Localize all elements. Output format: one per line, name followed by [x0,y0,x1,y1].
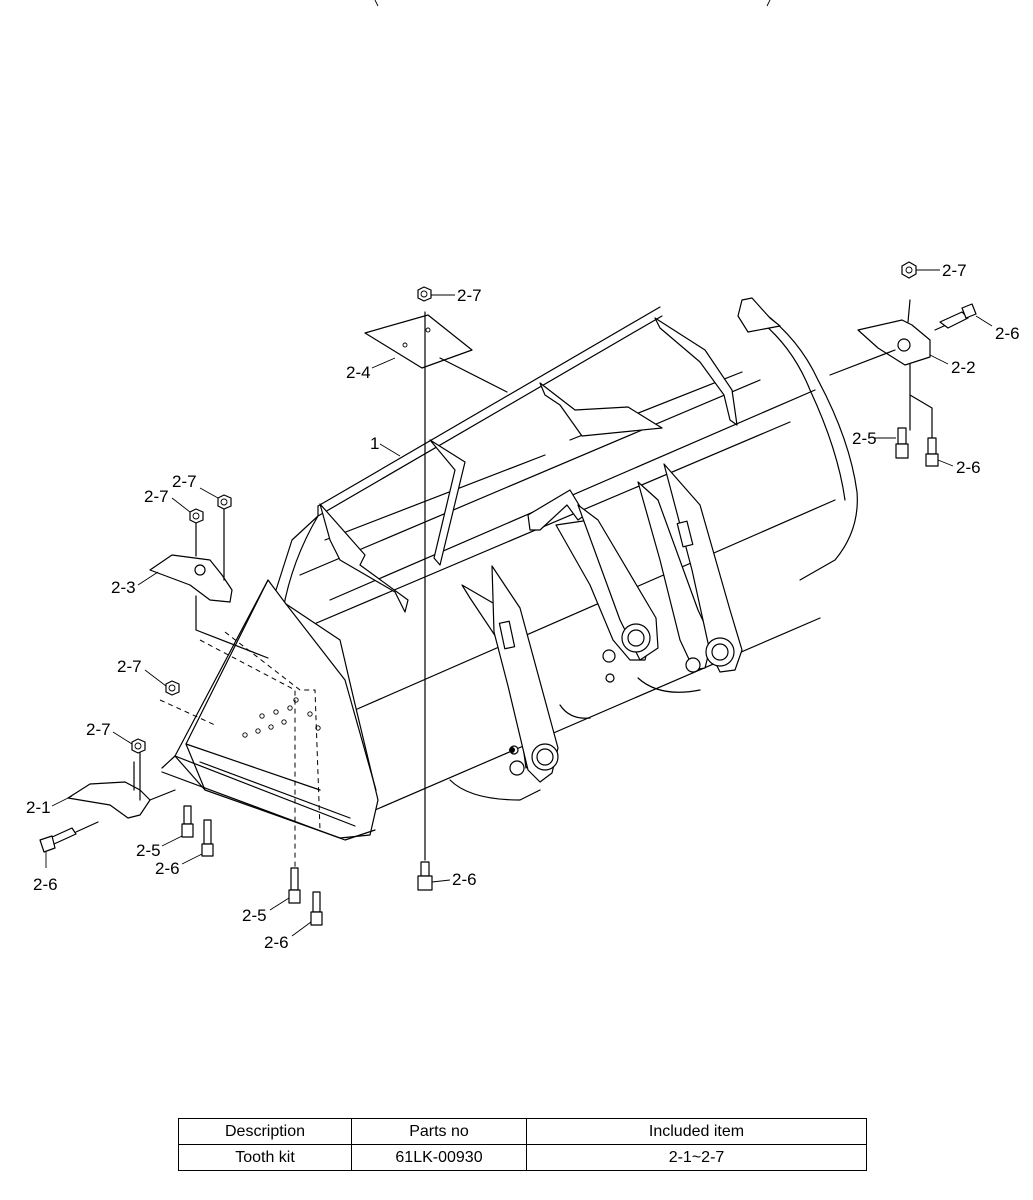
part-2-2-tooth [829,299,976,439]
callout-2-5: 2-5 [136,841,161,860]
bucket-body [159,297,858,890]
callout-2-6: 2-6 [33,875,58,894]
nut-2-7-lower-b [131,738,146,754]
callout-2-6: 2-6 [956,458,981,477]
leader-lines [45,269,993,937]
nut-2-7-right [901,261,917,279]
table-header-parts-no: Parts no [351,1118,527,1145]
bolt-2-6-right-top [939,303,977,329]
callout-2-7: 2-7 [457,286,482,305]
bolt-2-5-right [895,427,909,459]
nut-2-7-left-a [189,508,204,524]
bolt-2-5-bottom [288,867,301,904]
bolt-2-6-lower [201,819,214,857]
parts-table: Description Parts no Included item Tooth… [178,1118,867,1171]
edge-holes [242,697,321,738]
callout-2-7: 2-7 [942,261,967,280]
callout-2-3: 2-3 [111,578,136,597]
bolt-2-6-right [925,437,939,467]
bolt-2-6-bottom [310,891,323,926]
mount-lug-2 [527,489,659,683]
callout-2-5: 2-5 [852,429,877,448]
bolt-2-5-lower [181,805,194,838]
callout-2-6: 2-6 [155,859,180,878]
part-2-4-adapter [364,311,508,861]
table-header-row: Description Parts no Included item [178,1118,867,1145]
callout-2-2: 2-2 [951,358,976,377]
bucket-exploded-diagram: 2-7 2-4 1 2-7 2-6 2-2 2-5 2-6 2-7 2-7 2-… [26,0,1020,952]
callout-2-4: 2-4 [346,363,371,382]
callout-2-7: 2-7 [86,720,111,739]
callout-1: 1 [370,434,379,453]
callout-2-6: 2-6 [264,933,289,952]
callout-labels: 2-7 2-4 1 2-7 2-6 2-2 2-5 2-6 2-7 2-7 2-… [26,261,1020,952]
table-header-included-item: Included item [526,1118,867,1145]
bolt-2-6-left-lower [39,821,99,853]
nut-2-7-top [417,286,432,302]
table-row: Tooth kit 61LK-00930 2-1~2-7 [178,1144,867,1171]
table-header-description: Description [178,1118,352,1145]
table-cell-description: Tooth kit [178,1144,352,1171]
bolt-2-6-center [417,861,433,891]
mount-lug-3 [637,463,743,673]
callout-2-6: 2-6 [452,870,477,889]
table-cell-parts-no: 61LK-00930 [351,1144,527,1171]
callout-2-7: 2-7 [172,472,197,491]
callout-2-6: 2-6 [995,324,1020,343]
callout-2-1: 2-1 [26,798,51,817]
table-cell-included-item: 2-1~2-7 [526,1144,867,1171]
nut-2-7-left-b [217,494,232,510]
part-2-3-tooth [149,507,269,659]
callout-2-7: 2-7 [144,487,169,506]
callout-2-5: 2-5 [242,906,267,925]
callout-2-7: 2-7 [117,657,142,676]
nut-2-7-lower-a [165,680,180,696]
part-2-1-tooth [67,749,176,819]
mount-lug-1 [461,565,559,783]
